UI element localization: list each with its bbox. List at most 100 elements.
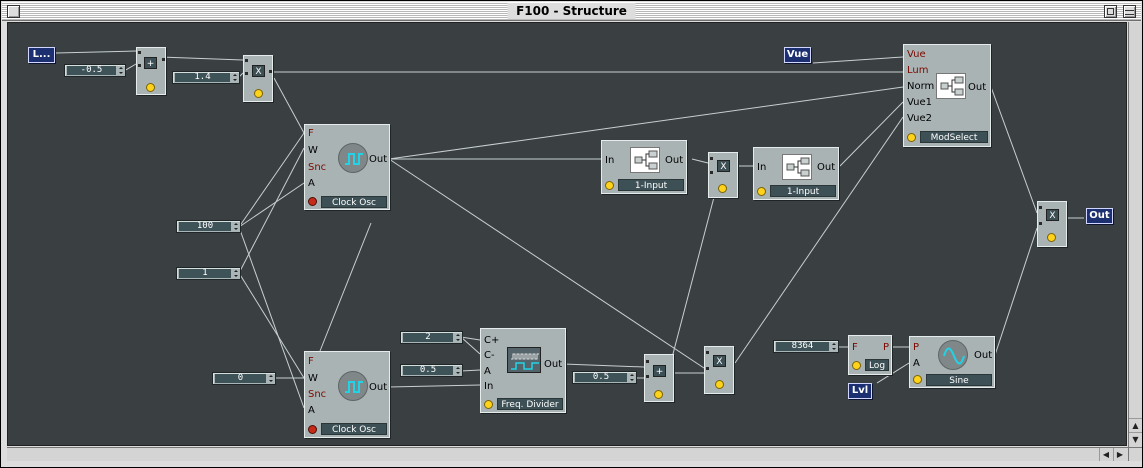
close-box-icon[interactable] <box>7 5 20 18</box>
port-snc[interactable]: Snc <box>308 162 327 173</box>
title-bar[interactable]: F100 - Structure <box>2 2 1141 21</box>
port-marker-icon <box>706 367 709 370</box>
collapse-box-icon[interactable] <box>1123 5 1136 18</box>
terminal-l-input[interactable]: L... <box>28 47 55 63</box>
value-box-freq[interactable]: 8364 <box>773 340 839 353</box>
port-out[interactable]: Out <box>544 359 563 370</box>
port-f[interactable]: F <box>308 356 314 367</box>
value-stepper-icon[interactable] <box>268 375 274 382</box>
value-box-hundred[interactable]: 100 <box>176 220 241 233</box>
value-box-one[interactable]: 1 <box>176 267 241 280</box>
port-out[interactable]: Out <box>369 382 388 393</box>
port-p[interactable]: P <box>883 342 890 353</box>
port-snc[interactable]: Snc <box>308 389 327 400</box>
module-label: Clock Osc <box>321 196 387 208</box>
value-stepper-icon[interactable] <box>118 67 124 74</box>
structure-canvas[interactable]: L... Vue Lvl Out -0.5 1.4 100 1 0 2 0.5 … <box>7 22 1127 446</box>
terminal-out[interactable]: Out <box>1086 208 1113 224</box>
scroll-right-icon[interactable]: ▶ <box>1113 448 1126 461</box>
port-in[interactable]: In <box>484 381 494 392</box>
module-knob-icon[interactable] <box>654 390 663 399</box>
port-a[interactable]: A <box>308 178 315 189</box>
port-vue1[interactable]: Vue1 <box>907 97 933 108</box>
multiply-module-3[interactable]: X <box>704 346 734 394</box>
log-module[interactable]: F P Log <box>848 335 892 375</box>
multiply-module-1[interactable]: X <box>243 55 273 102</box>
value-box-two[interactable]: 2 <box>400 331 463 344</box>
scroll-left-icon[interactable]: ◀ <box>1099 448 1112 461</box>
module-knob-icon[interactable] <box>913 375 922 384</box>
value-box-half-b[interactable]: 0.5 <box>572 371 637 384</box>
value-stepper-icon[interactable] <box>455 334 461 341</box>
port-out[interactable]: Out <box>974 350 993 361</box>
port-marker-icon <box>138 64 141 67</box>
clock-osc-module-1[interactable]: F W Snc A Out Clock Osc <box>304 124 390 210</box>
multiply-module-out[interactable]: X <box>1037 201 1067 247</box>
port-f[interactable]: F <box>852 342 858 353</box>
one-input-module-2[interactable]: In Out 1-Input <box>753 147 839 200</box>
module-knob-icon[interactable] <box>715 380 724 389</box>
port-out[interactable]: Out <box>369 154 388 165</box>
value-stepper-icon[interactable] <box>233 270 239 277</box>
port-vue[interactable]: Vue <box>907 49 926 60</box>
multiply-operator-icon: X <box>717 160 730 172</box>
freq-divider-module[interactable]: C+ C- A In Out Freq. Divider <box>480 328 566 413</box>
one-input-module-1[interactable]: In Out 1-Input <box>601 140 687 194</box>
module-knob-icon[interactable] <box>1047 233 1056 242</box>
scroll-down-icon[interactable]: ▼ <box>1129 432 1142 445</box>
port-w[interactable]: W <box>308 145 318 156</box>
value-stepper-icon[interactable] <box>455 367 461 374</box>
value-stepper-icon[interactable] <box>233 223 239 230</box>
value-box-zero[interactable]: 0 <box>212 372 276 385</box>
value-readout: 0 <box>215 374 266 383</box>
vertical-scrollbar[interactable]: ▲ ▼ <box>1128 22 1142 447</box>
port-out[interactable]: Out <box>817 162 836 173</box>
port-out[interactable]: Out <box>665 155 684 166</box>
multiply-module-2[interactable]: X <box>708 152 738 198</box>
value-box-one-four[interactable]: 1.4 <box>172 71 240 84</box>
add-module-1[interactable]: + <box>136 47 166 95</box>
value-stepper-icon[interactable] <box>232 74 238 81</box>
module-knob-icon[interactable] <box>146 83 155 92</box>
sine-module[interactable]: P A Out Sine <box>909 336 995 388</box>
module-knob-icon[interactable] <box>852 361 861 370</box>
resize-grip-icon[interactable] <box>1128 447 1142 461</box>
module-knob-icon[interactable] <box>605 181 614 190</box>
port-f[interactable]: F <box>308 128 314 139</box>
port-c-plus[interactable]: C+ <box>484 335 500 346</box>
module-knob-icon[interactable] <box>308 197 317 206</box>
module-knob-icon[interactable] <box>254 89 263 98</box>
port-in[interactable]: In <box>757 162 767 173</box>
horizontal-scrollbar[interactable]: ◀ ▶ <box>7 447 1128 461</box>
module-knob-icon[interactable] <box>907 133 916 142</box>
value-box-half-a[interactable]: 0.5 <box>400 364 463 377</box>
mod-select-module[interactable]: Vue Lum Norm Vue1 Vue2 Out ModSelect <box>903 44 991 147</box>
clock-osc-module-2[interactable]: F W Snc A Out Clock Osc <box>304 351 390 438</box>
add-module-2[interactable]: + <box>644 354 674 402</box>
port-c-minus[interactable]: C- <box>484 350 495 361</box>
port-norm[interactable]: Norm <box>907 81 935 92</box>
port-a[interactable]: A <box>308 405 315 416</box>
port-a[interactable]: A <box>484 366 491 377</box>
port-in[interactable]: In <box>605 155 615 166</box>
port-marker-icon <box>646 360 649 363</box>
zoom-box-icon[interactable] <box>1104 5 1117 18</box>
port-a[interactable]: A <box>913 358 920 369</box>
module-knob-icon[interactable] <box>757 187 766 196</box>
value-stepper-icon[interactable] <box>629 374 635 381</box>
module-knob-icon[interactable] <box>718 184 727 193</box>
value-box-neg-half[interactable]: -0.5 <box>64 64 126 77</box>
scroll-up-icon[interactable]: ▲ <box>1129 418 1142 431</box>
module-knob-icon[interactable] <box>308 425 317 434</box>
terminal-vue-input[interactable]: Vue <box>784 47 811 63</box>
port-p[interactable]: P <box>913 342 920 353</box>
terminal-lvl-input[interactable]: Lvl <box>848 383 872 399</box>
port-marker-icon <box>710 157 713 160</box>
port-lum[interactable]: Lum <box>907 65 929 76</box>
module-knob-icon[interactable] <box>484 400 493 409</box>
value-stepper-icon[interactable] <box>831 343 837 350</box>
port-w[interactable]: W <box>308 373 318 384</box>
port-vue2[interactable]: Vue2 <box>907 113 933 124</box>
port-out[interactable]: Out <box>968 82 987 93</box>
